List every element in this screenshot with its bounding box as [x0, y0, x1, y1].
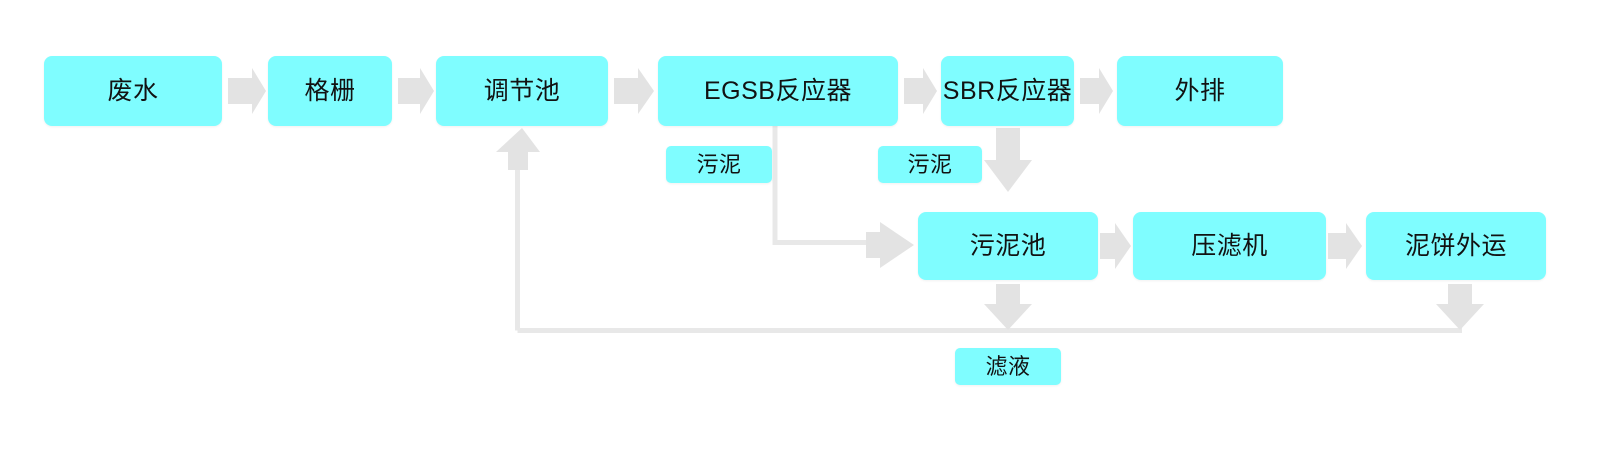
node-sbr-reactor[interactable]: SBR反应器 [941, 56, 1074, 126]
node-filter-press[interactable]: 压滤机 [1133, 212, 1326, 280]
node-sludge-tank[interactable]: 污泥池 [918, 212, 1098, 280]
node-wastewater[interactable]: 废水 [44, 56, 222, 126]
node-equalization-tank[interactable]: 调节池 [436, 56, 608, 126]
label-sludge-from-egsb: 污泥 [666, 146, 772, 183]
arrow-wastewater-to-grille [228, 68, 266, 114]
label-sludge-from-sbr: 污泥 [878, 146, 982, 183]
node-cake-transport-out[interactable]: 泥饼外运 [1366, 212, 1546, 280]
arrow-grille-to-equal-tank [398, 68, 434, 114]
arrow-equal-tank-to-egsb [614, 68, 654, 114]
label-filtrate: 滤液 [955, 348, 1061, 385]
arrow-sbr-to-sludge-tank [984, 128, 1032, 192]
arrow-sbr-to-discharge [1080, 68, 1113, 114]
arrow-egsb-to-sbr [904, 68, 937, 114]
arrow-sludge-tank-to-press [1100, 223, 1131, 269]
node-grille[interactable]: 格栅 [268, 56, 392, 126]
node-egsb-reactor[interactable]: EGSB反应器 [658, 56, 898, 126]
node-discharge[interactable]: 外排 [1117, 56, 1283, 126]
arrow-press-to-cake-out [1328, 223, 1362, 269]
